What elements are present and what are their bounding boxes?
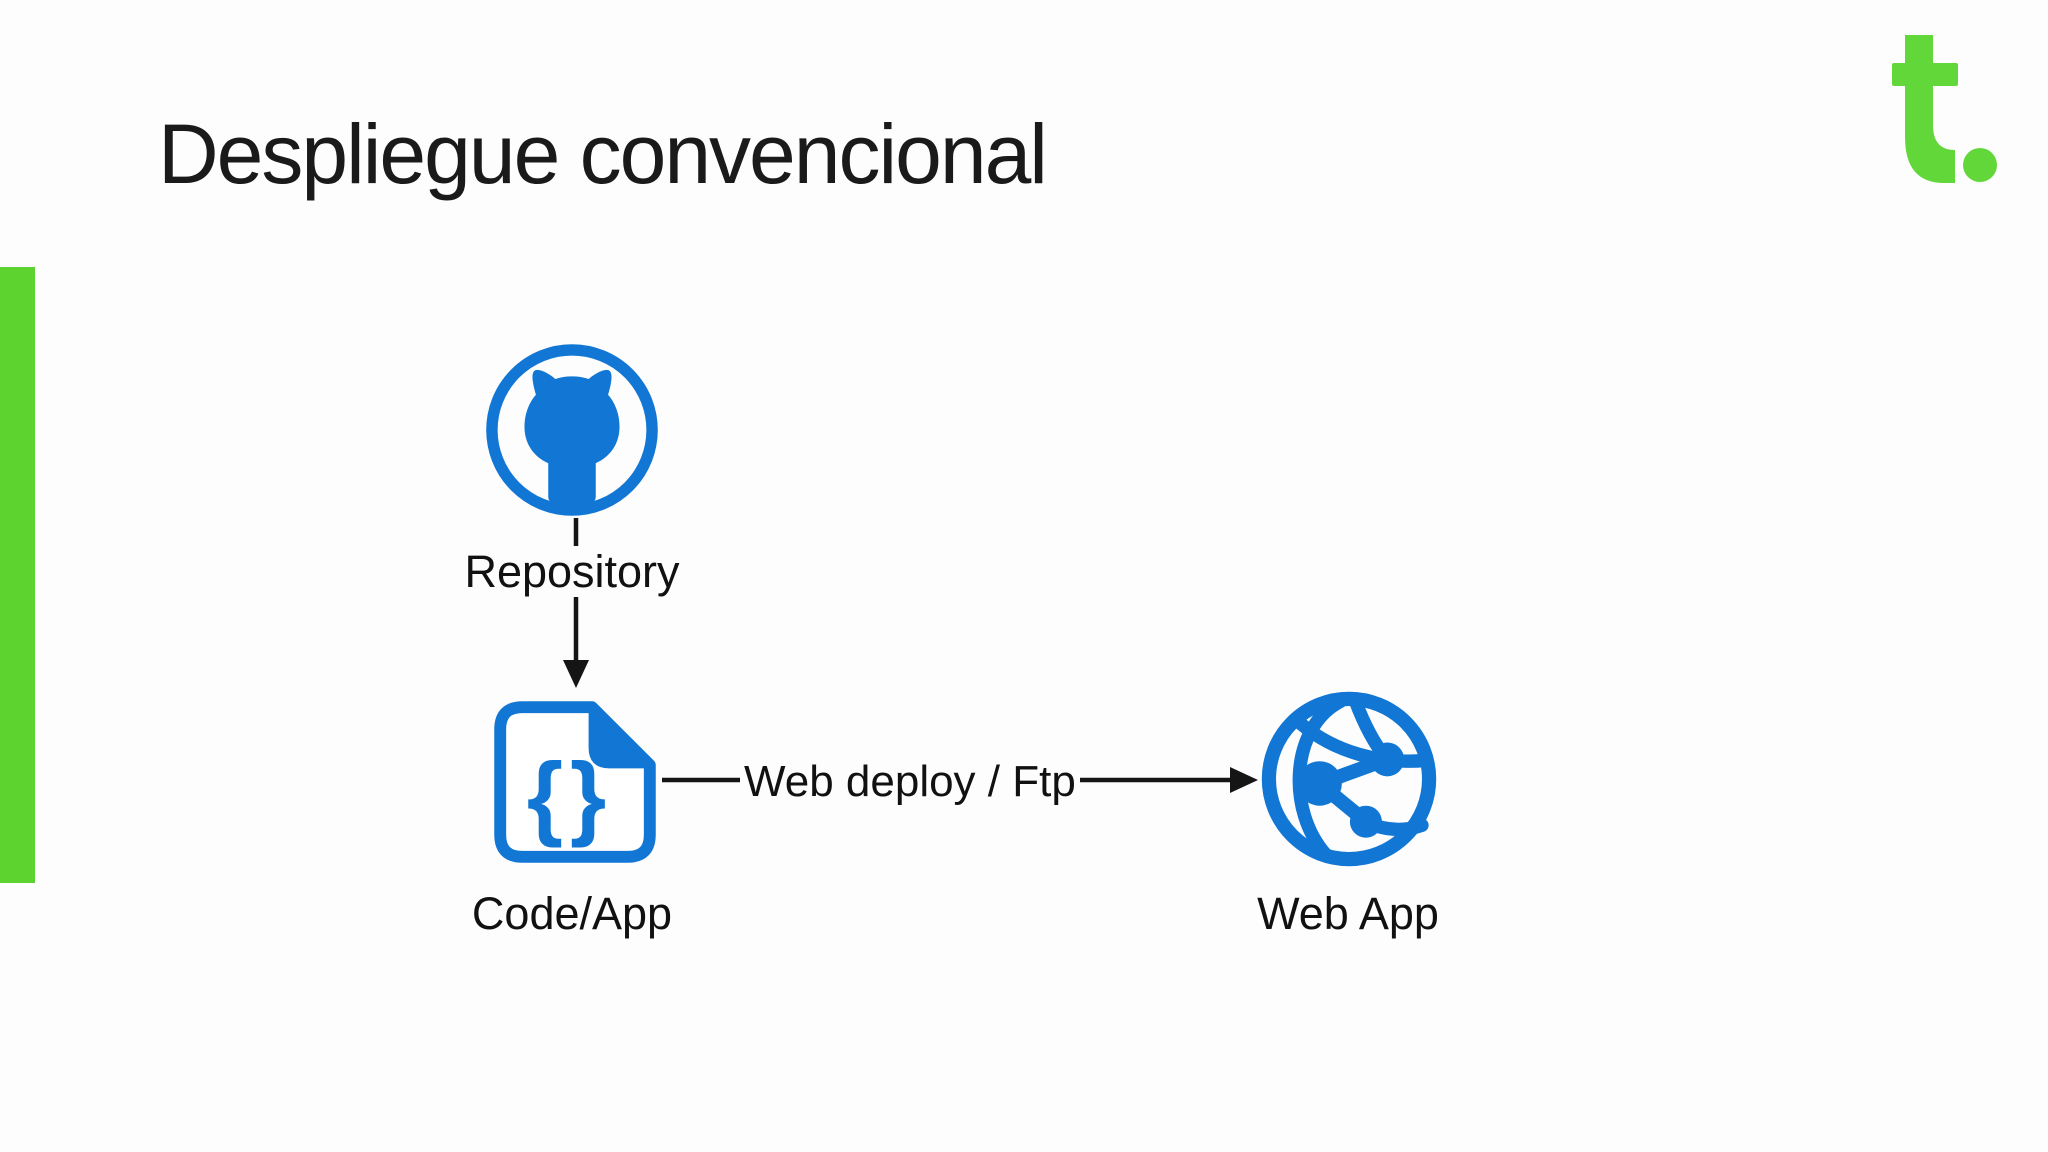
globe-node-bottom (1349, 805, 1382, 838)
globe-meridian (1292, 694, 1347, 862)
t-logo-dot (1963, 148, 1997, 182)
accent-bar (0, 267, 35, 883)
code-app-label: Code/App (442, 888, 702, 939)
globe-node-large (1297, 761, 1342, 806)
code-app-label-text: Code/App (463, 888, 681, 939)
code-braces-glyph: {} (527, 743, 613, 848)
octocat-silhouette (524, 369, 620, 468)
arrow-head-right-icon (1230, 767, 1258, 793)
folded-corner (588, 702, 655, 769)
edge-label-web-deploy-ftp: Web deploy / Ftp (740, 757, 1080, 806)
web-app-globe-icon (1261, 691, 1437, 867)
brand-t-logo-icon (1892, 35, 1997, 183)
page-title: Despliegue convencional (158, 107, 1048, 201)
repository-label-text: Repository (456, 546, 688, 597)
code-file-icon: {} (494, 701, 656, 863)
repository-label: Repository (442, 546, 702, 597)
arrow-repository-to-codeapp (563, 518, 589, 688)
globe-node-right (1370, 742, 1405, 777)
octocat-body (548, 451, 596, 510)
globe-arc-long (1294, 717, 1434, 768)
web-app-label: Web App (1218, 888, 1478, 939)
arrow-head-down-icon (563, 660, 589, 688)
github-ring (486, 344, 658, 516)
web-app-label-text: Web App (1249, 888, 1447, 939)
edge-label-text: Web deploy / Ftp (740, 757, 1080, 806)
t-logo-stem (1905, 35, 1955, 183)
github-icon (486, 344, 658, 516)
